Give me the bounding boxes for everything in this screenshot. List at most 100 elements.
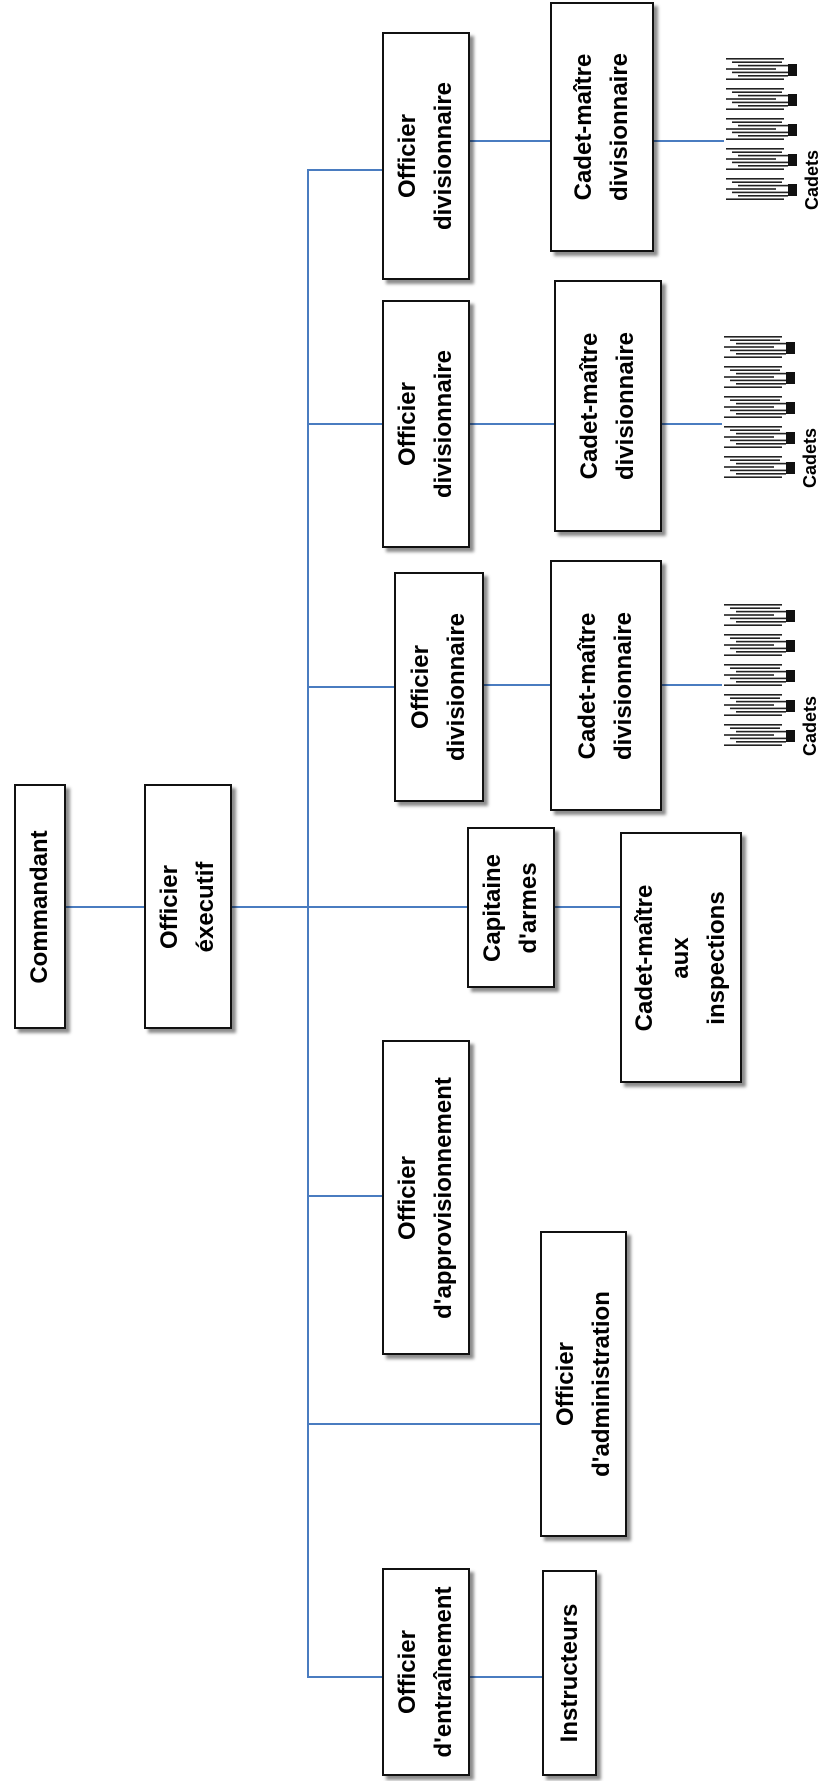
cadet-figure-stroke bbox=[736, 473, 786, 475]
cadet-figure-stroke bbox=[732, 191, 790, 194]
box-capitaine-armes: Capitaine d'armes bbox=[467, 827, 555, 988]
cadet-figure-stroke bbox=[736, 711, 786, 713]
label-officier-divisionnaire-3: Officier divisionnaire bbox=[407, 612, 470, 762]
cadet-figure-stroke bbox=[738, 105, 788, 107]
box-officier-entrainement: Officier d'entraînement bbox=[382, 1568, 470, 1776]
cadet-figure-stroke bbox=[730, 439, 788, 442]
cadet-figure-stroke bbox=[736, 700, 794, 703]
cadet-figure-head bbox=[788, 154, 797, 166]
cadet-figure-stroke bbox=[730, 339, 780, 341]
cadet-figure-stroke bbox=[730, 459, 780, 461]
cadet-figure-stroke bbox=[736, 621, 786, 623]
cadet-figure-stroke bbox=[724, 466, 774, 468]
cadet-figure-head bbox=[788, 64, 797, 76]
cadet-figure-stroke bbox=[726, 58, 784, 60]
cadet-figure-stroke bbox=[724, 644, 774, 646]
cadet-figure-stroke bbox=[736, 681, 786, 683]
cadet-figure-stroke bbox=[736, 651, 786, 653]
box-officier-divisionnaire-2: Officier divisionnaire bbox=[382, 300, 470, 548]
cadet-figure-stroke bbox=[726, 158, 776, 160]
cadet-figure-stroke bbox=[724, 446, 782, 448]
cadet-figure-stroke bbox=[730, 469, 788, 472]
cadet-figure-stroke bbox=[730, 429, 780, 431]
cadet-figure-stroke bbox=[726, 78, 784, 80]
cadet-figure-stroke bbox=[730, 409, 788, 412]
cadet-figure-head bbox=[786, 342, 795, 354]
cadet-figure-head bbox=[786, 700, 795, 712]
cadet-figure-stroke bbox=[732, 91, 782, 93]
cadet-figure-stroke bbox=[724, 346, 774, 348]
connector-cmd1-cadets1 bbox=[654, 140, 724, 142]
cadet-figure-stroke bbox=[736, 443, 786, 445]
cadet-figure-stroke bbox=[730, 379, 788, 382]
cadet-figure-stroke bbox=[736, 372, 794, 375]
cadet-figure-stroke bbox=[730, 399, 780, 401]
cadet-figure-stroke bbox=[736, 342, 794, 345]
box-cadet-maitre-inspections: Cadet-maître aux inspections bbox=[620, 832, 742, 1083]
cadet-figure-stroke bbox=[738, 124, 796, 127]
box-officier-executif: Officier éxecutif bbox=[144, 784, 232, 1029]
cadet-figure-stroke bbox=[726, 98, 776, 100]
cadets-label-3: Cadets bbox=[800, 695, 820, 756]
cadet-figure-stroke bbox=[726, 138, 784, 140]
cadet-figure-stroke bbox=[724, 396, 782, 398]
cadet-figure-stroke bbox=[730, 707, 788, 710]
cadet-figure-stroke bbox=[732, 181, 782, 183]
cadet-figure-stroke bbox=[726, 118, 784, 120]
connector-to-entrainement bbox=[307, 1676, 382, 1678]
cadet-figure-head bbox=[786, 640, 795, 652]
box-officier-approvisionnement: Officier d'approvisionnement bbox=[382, 1040, 470, 1355]
cadet-figure-stroke bbox=[724, 604, 782, 606]
box-commandant: Commandant bbox=[14, 784, 66, 1029]
cadet-figure-stroke bbox=[736, 353, 786, 355]
cadet-figure-head bbox=[786, 432, 795, 444]
cadet-figure-stroke bbox=[738, 75, 788, 77]
cadet-figure-stroke bbox=[724, 674, 774, 676]
cadet-figure-head bbox=[786, 462, 795, 474]
cadet-figure-stroke bbox=[726, 148, 784, 150]
cadet-figures-icon bbox=[726, 58, 797, 200]
cadet-figure-stroke bbox=[732, 161, 790, 164]
connector-spine bbox=[307, 169, 309, 1677]
cadet-figure-stroke bbox=[724, 416, 782, 418]
cadet-figure-head bbox=[786, 610, 795, 622]
label-capitaine-armes: Capitaine d'armes bbox=[479, 853, 542, 962]
label-cadet-maitre-inspections: Cadet-maître aux inspections bbox=[631, 884, 730, 1031]
connector-executif-spine bbox=[232, 906, 308, 908]
cadet-figure-stroke bbox=[724, 684, 782, 686]
cadet-figure-stroke bbox=[738, 154, 796, 157]
cadet-figure-stroke bbox=[724, 654, 782, 656]
cadet-figure-stroke bbox=[736, 402, 794, 405]
cadet-figure-stroke bbox=[732, 121, 782, 123]
cadet-figure-stroke bbox=[738, 94, 796, 97]
cadets-group-2: Cadets bbox=[722, 328, 822, 508]
cadet-figure-stroke bbox=[730, 677, 788, 680]
connector-entrainement-instructeurs bbox=[470, 1676, 542, 1678]
label-commandant: Commandant bbox=[26, 829, 53, 984]
connector-cmd3-cadets3 bbox=[662, 684, 722, 686]
connector-capitaine-inspections bbox=[555, 906, 620, 908]
box-cadet-maitre-divisionnaire-2: Cadet-maître divisionnaire bbox=[554, 280, 662, 532]
box-cadet-maitre-divisionnaire-1: Cadet-maître divisionnaire bbox=[550, 2, 654, 252]
cadet-figure-stroke bbox=[738, 165, 788, 167]
cadet-figure-stroke bbox=[726, 188, 776, 190]
cadet-figure-stroke bbox=[738, 135, 788, 137]
cadet-figure-stroke bbox=[732, 151, 782, 153]
cadet-figure-stroke bbox=[724, 456, 782, 458]
cadet-figure-stroke bbox=[724, 724, 782, 726]
label-officier-approvisionnement: Officier d'approvisionnement bbox=[394, 1076, 457, 1319]
cadet-figure-stroke bbox=[726, 108, 784, 110]
cadet-figure-stroke bbox=[730, 617, 788, 620]
cadet-figure-stroke bbox=[724, 336, 782, 338]
cadets-group-3: Cadets bbox=[722, 596, 822, 776]
cadet-figure-stroke bbox=[730, 737, 788, 740]
cadet-figure-stroke bbox=[730, 697, 780, 699]
cadet-figure-stroke bbox=[726, 168, 784, 170]
cadet-figure-head bbox=[786, 670, 795, 682]
cadets-label-1: Cadets bbox=[802, 149, 822, 210]
box-officier-divisionnaire-3: Officier divisionnaire bbox=[394, 572, 484, 802]
cadet-figure-head bbox=[786, 402, 795, 414]
connector-to-administration bbox=[307, 1423, 540, 1425]
connector-div1-cmd1 bbox=[470, 140, 550, 142]
